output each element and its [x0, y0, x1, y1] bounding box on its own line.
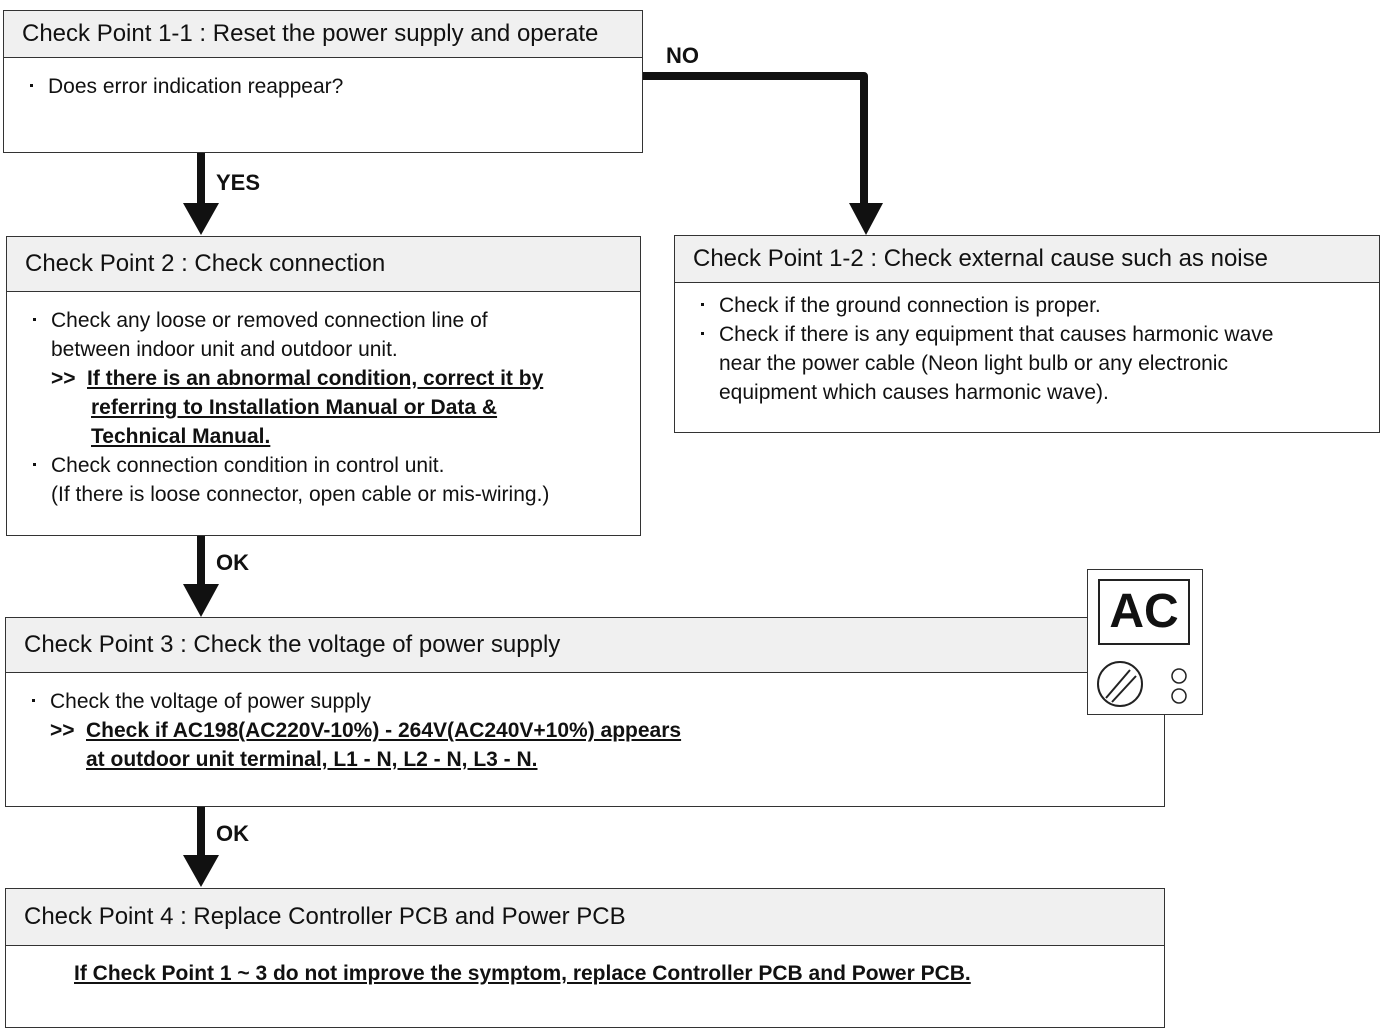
- check-point-2-item: Check any loose or removed connection li…: [27, 306, 630, 335]
- check-point-1-2-item-cont: equipment which causes harmonic wave).: [719, 381, 1109, 404]
- check-point-2-note: >>If there is an abnormal condition, cor…: [51, 367, 544, 390]
- check-point-1-2-box: Check Point 1-2 : Check external cause s…: [674, 235, 1380, 433]
- ok-label-1: OK: [216, 550, 249, 575]
- ok-arrow-1-head: [183, 584, 219, 617]
- ok-label-2: OK: [216, 821, 249, 846]
- check-point-1-2-item: Check if there is any equipment that cau…: [695, 320, 1369, 349]
- bullet-dot: [32, 699, 35, 702]
- check-point-1-1-box: Check Point 1-1 : Reset the power supply…: [3, 10, 643, 153]
- bullet-dot: [30, 84, 33, 87]
- ok-arrow-2-head: [183, 855, 219, 887]
- check-point-3-item: Check the voltage of power supply: [26, 687, 1154, 716]
- bullet-dot: [701, 303, 704, 306]
- bullet-dot: [33, 463, 36, 466]
- yes-arrow-head: [183, 203, 219, 235]
- no-arrow-path: [643, 72, 868, 205]
- check-point-4-title: Check Point 4 : Replace Controller PCB a…: [6, 889, 1164, 946]
- multimeter-display: AC: [1098, 579, 1190, 645]
- check-point-2-box: Check Point 2 : Check connection Check a…: [6, 236, 641, 536]
- check-point-3-box: Check Point 3 : Check the voltage of pow…: [5, 617, 1165, 807]
- bullet-dot: [701, 332, 704, 335]
- check-point-2-title: Check Point 2 : Check connection: [7, 237, 640, 292]
- no-label: NO: [666, 43, 699, 68]
- check-point-1-1-title: Check Point 1-1 : Reset the power supply…: [4, 11, 642, 58]
- check-point-3-title: Check Point 3 : Check the voltage of pow…: [6, 618, 1164, 673]
- check-point-4-box: Check Point 4 : Replace Controller PCB a…: [5, 888, 1165, 1028]
- check-point-1-2-item-cont: near the power cable (Neon light bulb or…: [719, 352, 1228, 375]
- check-point-1-1-item: Does error indication reappear?: [24, 72, 632, 101]
- check-point-1-2-title: Check Point 1-2 : Check external cause s…: [675, 236, 1379, 283]
- multimeter-icon: AC: [1087, 569, 1203, 715]
- yes-label: YES: [216, 170, 261, 195]
- bullet-dot: [33, 318, 36, 321]
- no-arrow-head: [849, 203, 883, 235]
- check-point-1-2-item: Check if the ground connection is proper…: [695, 291, 1369, 320]
- check-point-4-note: If Check Point 1 ~ 3 do not improve the …: [74, 962, 971, 985]
- check-point-2-item: Check connection condition in control un…: [27, 451, 630, 480]
- multimeter-dial-icon: [1097, 661, 1187, 707]
- check-point-3-note: >>Check if AC198(AC220V-10%) - 264V(AC24…: [50, 719, 682, 742]
